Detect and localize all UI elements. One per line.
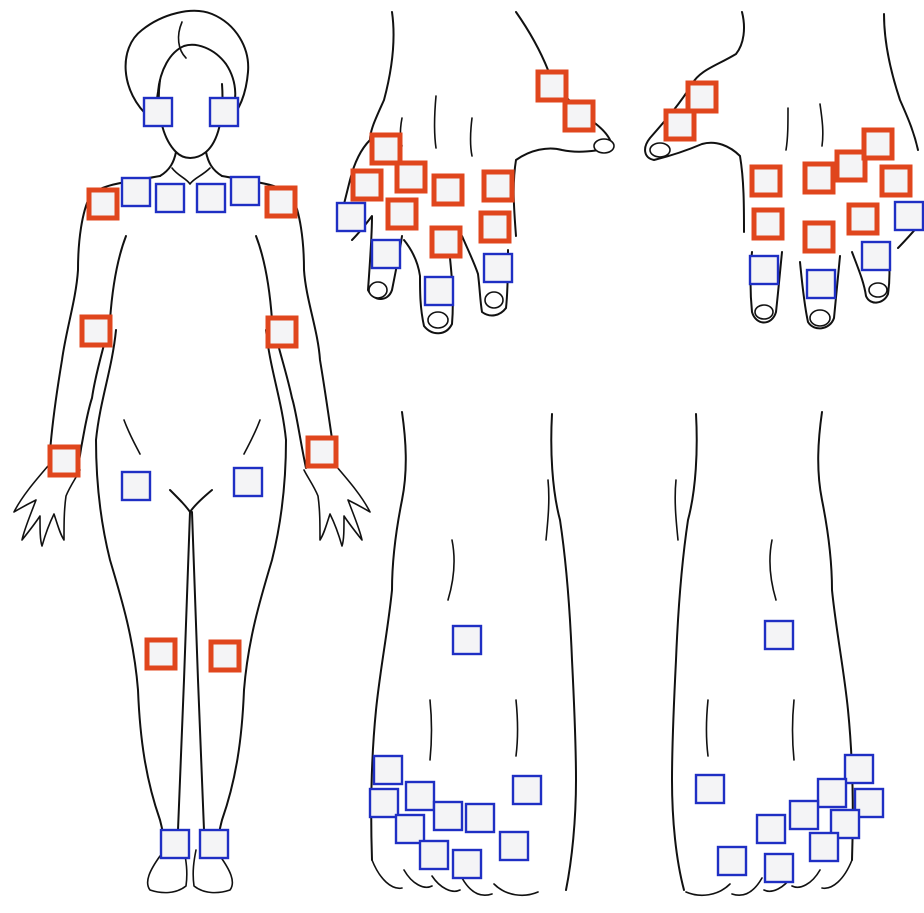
- left-foot-ip-3-marker-blue[interactable]: [453, 850, 481, 878]
- left-hand-pip-2-marker-red[interactable]: [388, 200, 416, 228]
- left-foot-ip-1-marker-blue[interactable]: [396, 815, 424, 843]
- left-foot-mtp-4-marker-blue[interactable]: [434, 802, 462, 830]
- body-left-outline: [50, 176, 165, 856]
- elbow-right-marker-red[interactable]: [268, 318, 296, 346]
- body-left-hand: [14, 466, 80, 546]
- right-hand-mcp-3-marker-red[interactable]: [805, 164, 833, 192]
- body-right-outline: [217, 176, 334, 856]
- left-hand-thumb-ip-marker-red[interactable]: [538, 72, 566, 100]
- elbow-left-marker-red[interactable]: [82, 317, 110, 345]
- left-hand-pip-4-marker-red[interactable]: [481, 213, 509, 241]
- left-hand-thumb-nail: [594, 139, 614, 153]
- body-right-hand: [304, 466, 370, 546]
- left-foot-tendon-lines: [430, 480, 549, 760]
- hip-right-marker-blue[interactable]: [234, 468, 262, 496]
- left-foot-mtp-1-marker-blue[interactable]: [374, 756, 402, 784]
- hip-left-marker-blue[interactable]: [122, 472, 150, 500]
- right-hand-thumb-mcp-marker-red[interactable]: [666, 111, 694, 139]
- right-hand-pip-2-marker-red[interactable]: [754, 210, 782, 238]
- right-hand-nail-3: [869, 283, 887, 297]
- right-hand-knuckle-lines: [786, 104, 823, 150]
- acromioclavicular-right-marker-blue[interactable]: [231, 177, 259, 205]
- knee-right-marker-red[interactable]: [211, 642, 239, 670]
- left-foot-mtp-2-marker-blue[interactable]: [370, 789, 398, 817]
- right-foot-midfoot-marker-blue[interactable]: [765, 621, 793, 649]
- left-hand-mcp-3-marker-red[interactable]: [353, 171, 381, 199]
- tmj-right-marker-blue[interactable]: [210, 98, 238, 126]
- left-hand-nail-3: [485, 292, 503, 308]
- right-hand-dip-3-marker-blue[interactable]: [807, 270, 835, 298]
- sternoclavicular-left-marker-blue[interactable]: [156, 184, 184, 212]
- left-hand-mcp-5-marker-red[interactable]: [434, 176, 462, 204]
- sternoclavicular-right-marker-blue[interactable]: [197, 184, 225, 212]
- right-hand-mcp-4-marker-red[interactable]: [837, 152, 865, 180]
- right-foot-ip-4-marker-blue[interactable]: [765, 854, 793, 882]
- right-hand-mcp-6-marker-red[interactable]: [882, 167, 910, 195]
- left-foot-midfoot-marker-blue[interactable]: [453, 626, 481, 654]
- right-hand-pip-4-marker-red[interactable]: [849, 205, 877, 233]
- right-hand-nail-1: [755, 305, 773, 319]
- left-foot-mtp-5-marker-blue[interactable]: [466, 804, 494, 832]
- left-hand-nail-2: [428, 312, 448, 328]
- right-hand-mcp-5-marker-red[interactable]: [864, 130, 892, 158]
- left-hand-nail-1: [369, 282, 387, 298]
- left-hand-thumb-mcp-marker-red[interactable]: [565, 102, 593, 130]
- shoulder-right-marker-red[interactable]: [267, 188, 295, 216]
- right-hand-pip-3-marker-red[interactable]: [805, 223, 833, 251]
- ankle-left-marker-blue[interactable]: [161, 830, 189, 858]
- left-foot-mtp-3-marker-blue[interactable]: [406, 782, 434, 810]
- right-foot-mtp-5-marker-blue[interactable]: [790, 801, 818, 829]
- left-hand-dip-5-marker-blue[interactable]: [337, 203, 365, 231]
- left-hand-dip-4-marker-blue[interactable]: [372, 240, 400, 268]
- left-hand-dip-2-marker-blue[interactable]: [484, 254, 512, 282]
- left-hand-mcp-2-marker-red[interactable]: [372, 135, 400, 163]
- waist-lines: [124, 420, 260, 454]
- right-foot-mtp-2-marker-blue[interactable]: [845, 755, 873, 783]
- left-hand-dip-3-marker-blue[interactable]: [425, 277, 453, 305]
- left-hand-mcp-6-marker-red[interactable]: [484, 172, 512, 200]
- shoulder-left-marker-red[interactable]: [89, 190, 117, 218]
- left-hand-pip-3-marker-red[interactable]: [432, 228, 460, 256]
- collarbone: [172, 168, 210, 184]
- wrist-right-marker-red[interactable]: [308, 438, 336, 466]
- right-foot-ip-2-marker-blue[interactable]: [810, 833, 838, 861]
- neck-outline: [160, 152, 222, 176]
- right-foot-mtp-3-marker-blue[interactable]: [818, 779, 846, 807]
- tmj-left-marker-blue[interactable]: [144, 98, 172, 126]
- right-foot-ip-1-marker-blue[interactable]: [757, 815, 785, 843]
- left-hand-mcp-4-marker-red[interactable]: [397, 163, 425, 191]
- knee-left-marker-red[interactable]: [147, 640, 175, 668]
- right-hand-thumb-nail: [650, 143, 670, 157]
- right-foot-mtp-1-marker-blue[interactable]: [696, 775, 724, 803]
- ankle-right-marker-blue[interactable]: [200, 830, 228, 858]
- hair-part: [179, 22, 186, 58]
- right-foot-ip-3-marker-blue[interactable]: [718, 847, 746, 875]
- right-hand-dip-2-marker-blue[interactable]: [750, 256, 778, 284]
- right-hand-nail-2: [810, 310, 830, 326]
- right-hand-mcp-2-marker-red[interactable]: [752, 167, 780, 195]
- left-foot-ip-2-marker-blue[interactable]: [420, 841, 448, 869]
- left-foot-ip-4-marker-blue[interactable]: [500, 832, 528, 860]
- left-foot-mtp-6-marker-blue[interactable]: [513, 776, 541, 804]
- wrist-left-marker-red[interactable]: [50, 447, 78, 475]
- right-hand-thumb-ip-marker-red[interactable]: [688, 83, 716, 111]
- acromioclavicular-left-marker-blue[interactable]: [122, 178, 150, 206]
- left-hand-knuckle-lines: [401, 96, 473, 156]
- right-hand-dip-5-marker-blue[interactable]: [895, 202, 923, 230]
- right-hand-dip-4-marker-blue[interactable]: [862, 242, 890, 270]
